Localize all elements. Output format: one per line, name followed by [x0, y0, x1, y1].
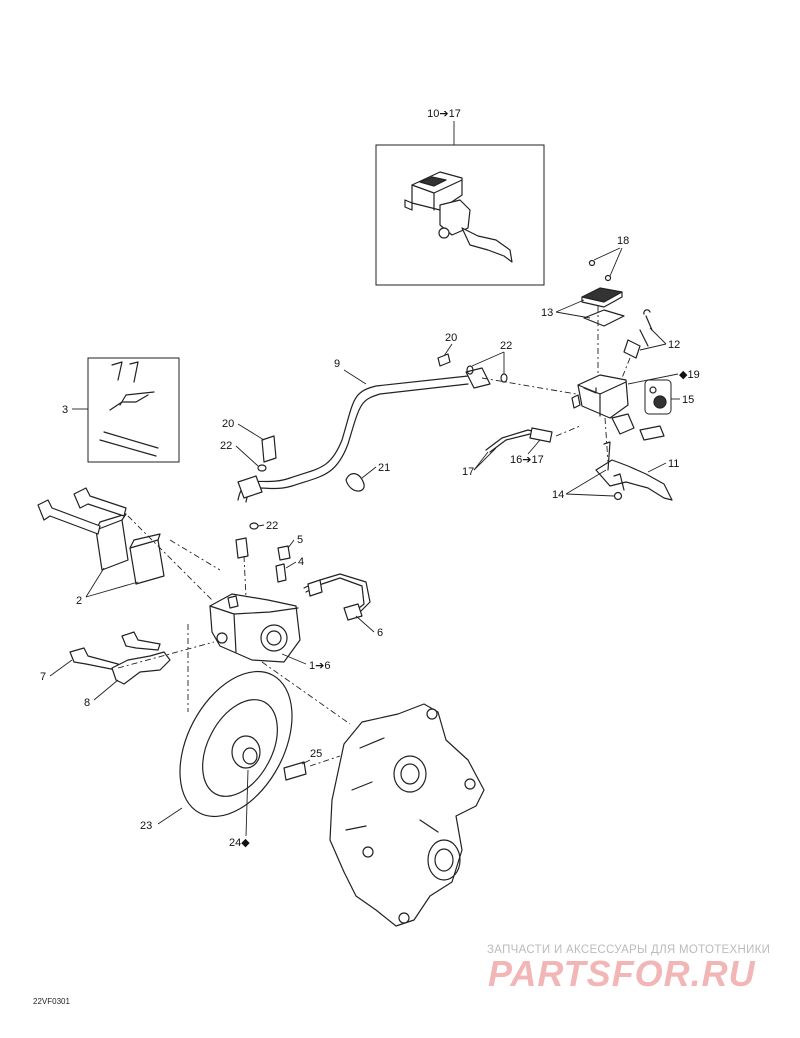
bracket-8: [111, 651, 171, 685]
callout-23: 23: [140, 820, 152, 832]
lever-nut: [613, 491, 623, 501]
lever-pivot-bolt: [603, 441, 625, 491]
washer: [249, 522, 259, 530]
pad-bolt: [37, 499, 101, 535]
chaincase-housing: [329, 703, 485, 927]
switch-body: [529, 427, 553, 443]
assembly-lines: [117, 306, 631, 767]
callout-11: 11: [668, 458, 679, 470]
callout-15: 15: [682, 394, 694, 406]
callout-6: 6: [377, 627, 383, 639]
callout-22-mid: 22: [220, 440, 232, 452]
callout-4: 4: [298, 556, 304, 568]
washer: [500, 373, 508, 383]
housing-bolt: [464, 778, 476, 790]
brake-disc: [179, 670, 307, 818]
pad-pins: [99, 431, 159, 457]
brake-hose: [237, 353, 508, 530]
key-25: [283, 761, 307, 781]
callout-9: 9: [334, 358, 340, 370]
callout-3: 3: [62, 404, 68, 416]
housing-bolt: [362, 846, 374, 858]
callout-7: 7: [40, 671, 46, 683]
clamp-bolt: [639, 329, 649, 347]
callout-14: 14: [552, 489, 564, 501]
callout-13: 13: [541, 307, 553, 319]
pad-bolt: [73, 487, 127, 517]
washer: [466, 365, 474, 375]
callout-12: 12: [668, 339, 680, 351]
inset-pin-kit: 3: [62, 357, 180, 463]
callout-22-top: 22: [500, 340, 512, 352]
brake-pad: [129, 539, 165, 585]
caliper: [209, 537, 371, 663]
master-cylinder: [571, 259, 673, 501]
inset-master-cylinder: 10➔17: [375, 108, 545, 286]
bracket-assembly: [69, 631, 171, 685]
banjo-fitting-lower: [237, 475, 263, 499]
housing-bore: [393, 755, 427, 793]
clamp: [623, 339, 641, 359]
watermark-logo: PARTSFOR.RU: [488, 953, 756, 994]
callout-16-17: 16➔17: [510, 454, 544, 466]
housing-bore-lower: [427, 839, 461, 881]
callout-8: 8: [84, 697, 90, 709]
callout-10-17: 10➔17: [427, 108, 461, 120]
brake-pad: [95, 519, 129, 571]
banjo-fitting: [465, 367, 491, 389]
banjo-bolt-lower: [261, 435, 277, 463]
watermark-tagline: ЗАПЧАСТИ И АКСЕССУАРЫ ДЛЯ МОТОТЕХНИКИ: [487, 944, 771, 956]
callout-24: 24◆: [229, 837, 250, 849]
clamp-bolt: [643, 309, 653, 331]
fitting: [235, 537, 249, 559]
master-body: [577, 374, 629, 419]
brake-lever: [595, 459, 673, 501]
callout-22-low: 22: [266, 520, 278, 532]
callout-21: 21: [378, 462, 390, 474]
callout-17: 17: [462, 466, 474, 478]
bleeder-screw: [275, 563, 287, 583]
bracket-bolt: [121, 631, 161, 651]
piston-kit: [644, 379, 672, 415]
callout-25: 25: [310, 748, 322, 760]
cotter-pins: [111, 361, 139, 383]
callout-20-top: 20: [445, 332, 457, 344]
callout-20-mid: 20: [222, 418, 234, 430]
callout-18: 18: [617, 235, 629, 247]
cap-screw: [604, 274, 612, 282]
housing-bolt: [398, 912, 410, 924]
bleeder-cap: [277, 545, 291, 561]
inset-pin-kit-frame: [87, 357, 180, 463]
hose-clip: [345, 473, 365, 492]
cap-screw: [588, 259, 596, 267]
disc-hub: [231, 735, 261, 769]
housing-bolt: [426, 708, 438, 720]
brake-pads: [37, 487, 165, 585]
callout-19: ◆19: [679, 369, 700, 381]
bolt-7: [69, 647, 119, 671]
inset-frame: [375, 144, 545, 286]
caliper-body: [209, 593, 301, 663]
boot: [639, 425, 665, 441]
housing-outline: [329, 703, 485, 927]
diaphragm: [583, 309, 625, 327]
callout-2: 2: [76, 595, 82, 607]
master-boss: [611, 413, 635, 435]
figure-code: 22VF0301: [33, 997, 70, 1006]
inset-master-cylinder-drawing: [404, 171, 513, 263]
callout-1-6: 1➔6: [309, 660, 330, 672]
callouts: 18 13 12 ◆19 15 11 14 20 22 9 20 22 21 1…: [40, 235, 700, 849]
pad-spring: [109, 391, 155, 411]
washer: [257, 464, 267, 472]
callout-5: 5: [297, 534, 303, 546]
brake-switch: [485, 427, 553, 453]
